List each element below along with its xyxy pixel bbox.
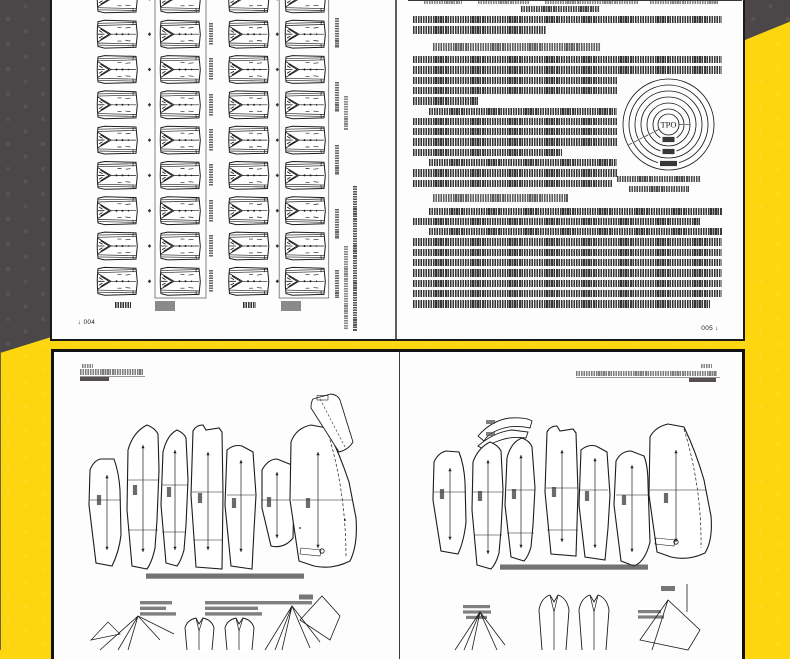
- svg-text:TPO: TPO: [660, 120, 676, 130]
